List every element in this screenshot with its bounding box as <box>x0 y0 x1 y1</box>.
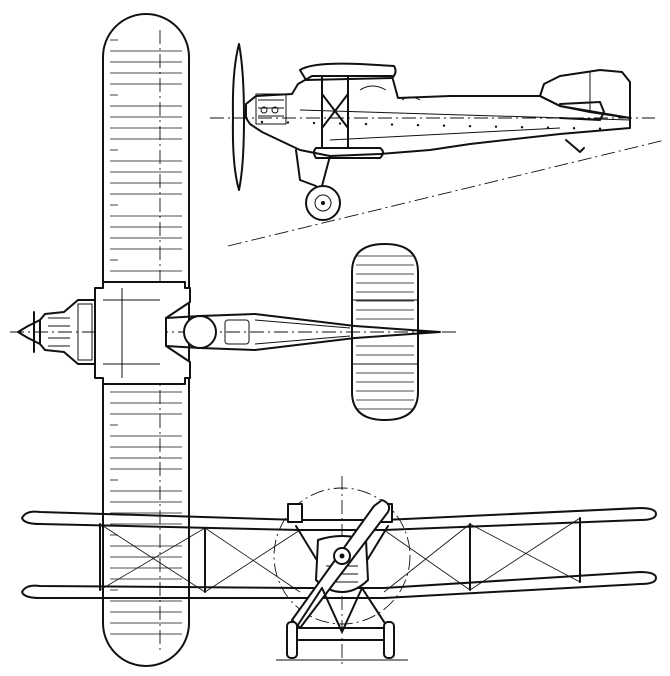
rivet-dot <box>468 124 472 128</box>
side-cockpit <box>359 85 387 91</box>
side-propeller <box>231 43 245 191</box>
side-upper-wing <box>299 62 397 81</box>
plan-tail-ribs <box>356 255 414 410</box>
plan-engine-cowling <box>39 299 96 365</box>
front-view <box>21 476 657 664</box>
rivet-dot <box>442 124 446 127</box>
plan-center-section <box>94 281 191 385</box>
plan-exhaust-stacks <box>48 317 70 347</box>
plan-view <box>10 13 460 667</box>
front-undercarriage-struts <box>295 587 389 633</box>
side-lower-wing <box>313 147 384 159</box>
side-engine <box>255 93 287 125</box>
front-upper-wing <box>21 507 657 531</box>
plan-spinner <box>17 319 41 345</box>
side-cabane-struts <box>321 75 349 149</box>
rivet-dot <box>416 123 420 127</box>
side-view <box>210 43 666 247</box>
rivet-dot <box>520 126 524 129</box>
rivet-dot <box>286 121 290 124</box>
plan-tailplane <box>351 243 419 421</box>
side-fuselage <box>245 75 631 157</box>
front-right-wheel <box>383 621 395 659</box>
side-wheel <box>305 185 341 221</box>
rivet-dot <box>312 121 316 125</box>
side-undercarriage-struts <box>295 149 331 187</box>
rivet-dot <box>260 120 264 124</box>
side-tailplane <box>559 101 605 121</box>
side-rivets <box>260 120 602 130</box>
front-bracing-wires <box>99 517 581 593</box>
front-interplane-struts <box>99 517 581 593</box>
side-ground-line <box>227 139 666 247</box>
front-radiator-left <box>287 503 303 523</box>
rivet-dot <box>598 127 602 130</box>
front-lower-wing <box>21 571 657 599</box>
rivet-dot <box>494 125 498 128</box>
plan-cockpit-ring <box>183 315 217 349</box>
rivet-dot <box>338 122 342 125</box>
rivet-dot <box>572 127 576 130</box>
side-fin-rudder <box>539 69 631 119</box>
rivet-dot <box>390 123 394 126</box>
rivet-dot <box>546 126 550 129</box>
plan-rear-cockpit <box>224 319 250 345</box>
front-cabane-struts <box>295 525 389 563</box>
rivet-dot <box>364 122 368 126</box>
plan-rear-fuselage <box>165 313 441 351</box>
front-left-wheel <box>286 621 298 659</box>
side-tailskid <box>565 139 585 153</box>
plan-wing-ribs <box>110 39 182 635</box>
